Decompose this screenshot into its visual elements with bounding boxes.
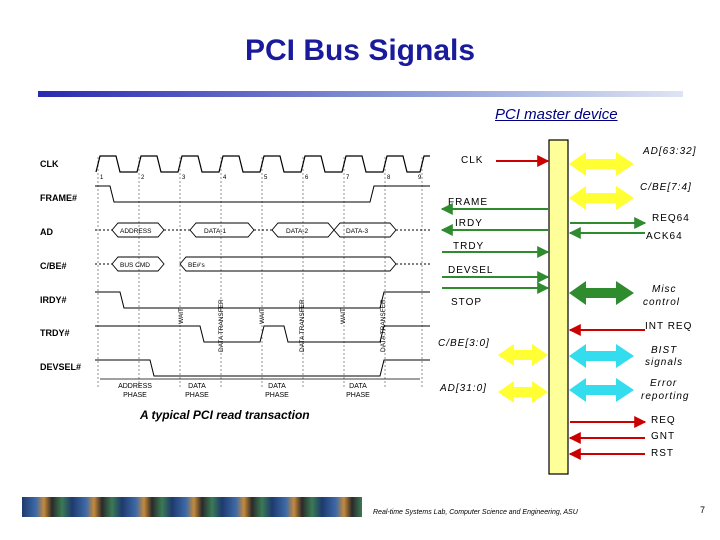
footer-text: Real-time Systems Lab, Computer Science … [373, 509, 578, 516]
signal-label-bist: BIST [651, 345, 678, 356]
phase-label: ADDRESS [118, 383, 152, 390]
signal-label-frame: FRAME [448, 197, 488, 208]
timing-row-label: CLK [40, 159, 59, 169]
ad-label: DATA-1 [204, 228, 227, 235]
signal-label-req: REQ [651, 415, 676, 426]
phase-label: PHASE [346, 392, 370, 399]
signal-label-stop: STOP [451, 297, 483, 308]
page-title: PCI Bus Signals [244, 34, 476, 67]
phase-label: PHASE [123, 392, 147, 399]
signal-label-cbe: C/BE[3:0] [438, 338, 490, 349]
misc-control-double-arrow [569, 281, 634, 305]
device-title: PCI master device [495, 106, 618, 123]
signal-label-devsel: DEVSEL [448, 265, 494, 276]
wait-label: WAIT [259, 308, 266, 324]
ad-label: ADDRESS [120, 228, 152, 235]
phase-label: PHASE [265, 392, 289, 399]
signal-label-ad64: AD[63:32] [643, 146, 697, 157]
signal-label-reporting: reporting [641, 391, 690, 402]
cbe74-double-arrow [569, 186, 634, 210]
error-double-arrow [569, 378, 634, 402]
ad-label: DATA-3 [346, 228, 369, 235]
title-underline-bar [38, 91, 683, 97]
timing-row-label: DEVSEL# [40, 362, 81, 372]
signal-label-rst: RST [651, 448, 674, 459]
pci-master-device-bar [548, 139, 569, 475]
signal-label-ack64: ACK64 [646, 231, 683, 242]
trdy-waveform [95, 325, 430, 343]
transfer-label: DATA TRANSFER [380, 299, 387, 352]
ad64-double-arrow [569, 152, 634, 176]
timing-row-label: C/BE# [40, 261, 67, 271]
ad-label: DATA-2 [286, 228, 309, 235]
signal-label-ad: AD[31:0] [440, 383, 487, 394]
clock-number: 6 [305, 175, 309, 181]
ad-double-arrow [498, 381, 548, 403]
wait-label: WAIT [178, 308, 185, 324]
phase-label: PHASE [185, 392, 209, 399]
clock-number: 5 [264, 175, 268, 181]
bist-double-arrow [569, 344, 634, 368]
master-device-signal-diagram [440, 139, 647, 475]
frame-waveform [95, 185, 430, 203]
clock-number: 3 [182, 175, 186, 181]
timing-row-label: FRAME# [40, 193, 77, 203]
page-number: 7 [700, 505, 706, 515]
signal-label-intreq: INT REQ [645, 321, 693, 332]
cbe-label: BUS CMD [120, 262, 150, 269]
phase-label: DATA [349, 383, 367, 390]
clock-number: 7 [346, 175, 350, 181]
clock-number: 4 [223, 175, 227, 181]
timing-row-label: IRDY# [40, 295, 67, 305]
signal-label-req64: REQ64 [652, 213, 690, 224]
transfer-label: DATA TRANSFER [218, 299, 225, 352]
signal-label-signals: signals [645, 357, 684, 368]
signal-label-gnt: GNT [651, 431, 676, 442]
timing-row-label: AD [40, 227, 53, 237]
signal-label-irdy: IRDY [455, 218, 483, 229]
phase-label: DATA [268, 383, 286, 390]
clock-number: 2 [141, 175, 145, 181]
cbe-bus-waveform [95, 256, 430, 272]
clock-number: 8 [387, 175, 391, 181]
ad-bus-waveform [95, 222, 430, 238]
clock-number: 9 [418, 175, 422, 181]
signal-label-error: Error [650, 378, 678, 389]
transfer-label: DATA TRANSFER [299, 299, 306, 352]
devsel-waveform [95, 359, 430, 377]
timing-caption: A typical PCI read transaction [140, 408, 310, 422]
signal-label-control: control [643, 297, 681, 308]
wait-label: WAIT [340, 308, 347, 324]
footer-image-strip [22, 497, 362, 517]
signal-label-cbe74: C/BE[7:4] [640, 182, 692, 193]
signal-label-misc: Misc [652, 284, 677, 295]
timing-row-label: TRDY# [40, 328, 70, 338]
pci-read-timing-diagram: CLK FRAME# AD C/BE# IRDY# TRDY# DEVSEL# … [40, 155, 430, 399]
signal-label-clk: CLK [461, 155, 484, 166]
clock-number: 1 [100, 175, 104, 181]
phase-label: DATA [188, 383, 206, 390]
signal-label-trdy: TRDY [453, 241, 485, 252]
cbe-double-arrow [498, 344, 548, 366]
cbe-label: BE#'s [188, 262, 206, 269]
irdy-waveform [95, 291, 430, 309]
